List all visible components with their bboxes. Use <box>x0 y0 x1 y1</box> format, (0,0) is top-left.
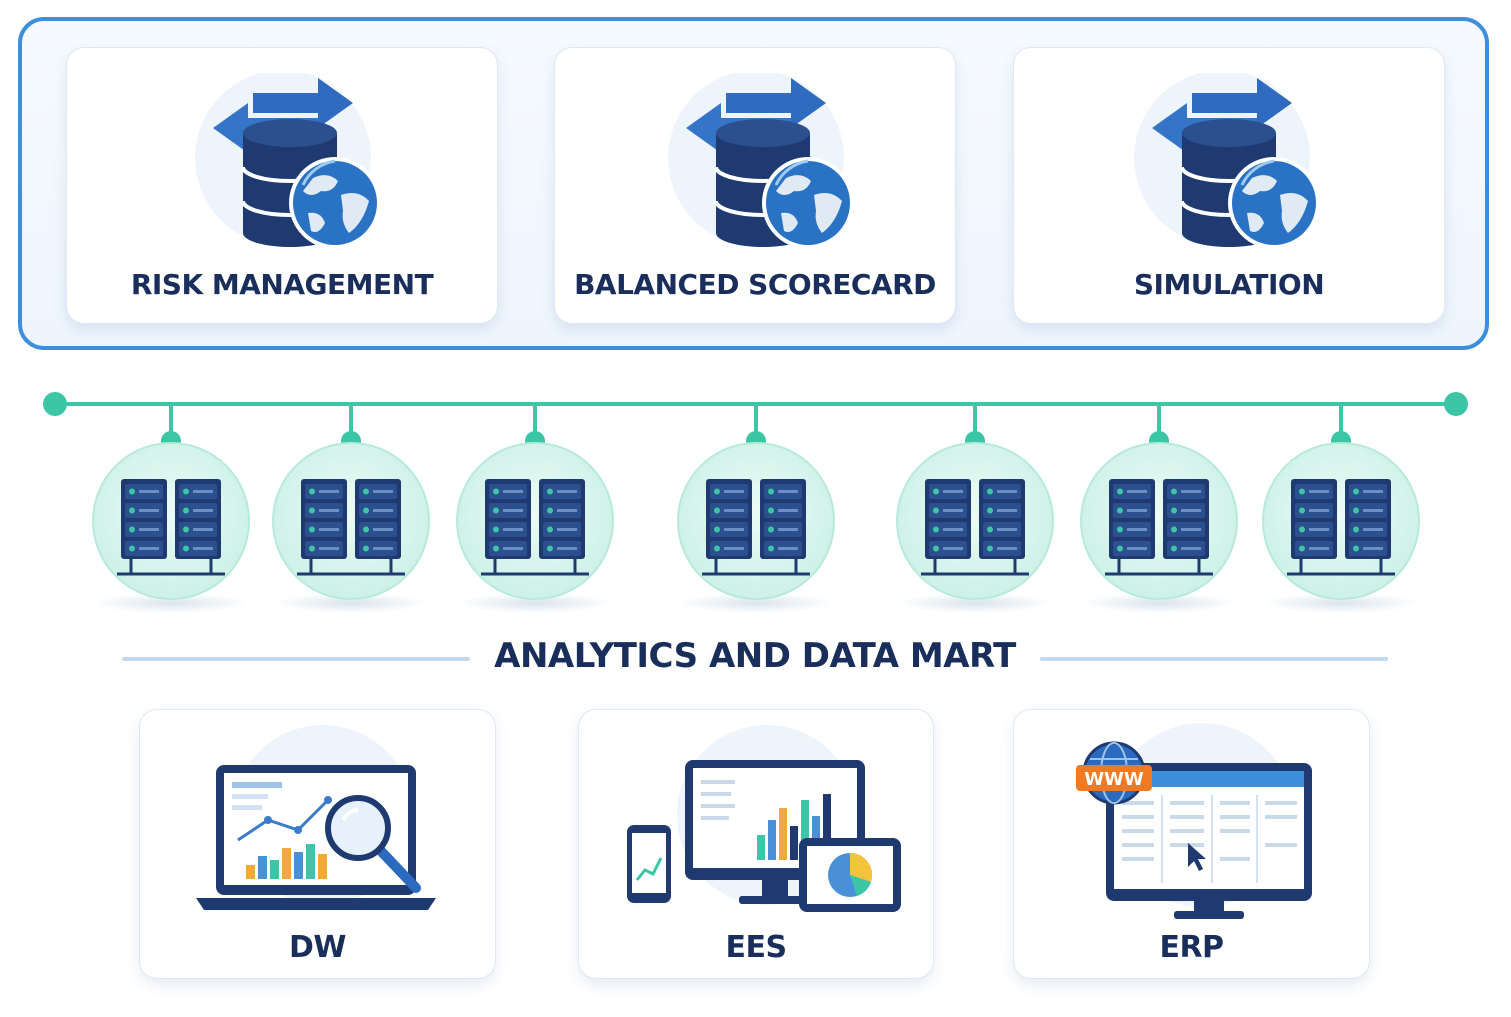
module-card-dw[interactable]: DW <box>139 709 496 979</box>
server-node[interactable] <box>1080 404 1238 613</box>
section-rule-right <box>1040 657 1388 661</box>
multi-device-dashboard-icon <box>627 725 901 912</box>
section-rule-left <box>122 657 470 661</box>
module-card-balanced-scorecard[interactable]: BALANCED SCORECARD <box>554 47 956 324</box>
database-globe-icon <box>668 73 854 249</box>
database-globe-icon <box>1134 73 1320 249</box>
section-title: ANALYTICS AND DATA MART <box>494 636 1016 676</box>
www-badge: WWW <box>1084 769 1144 790</box>
server-rack-icon <box>117 479 225 576</box>
server-node[interactable] <box>1262 404 1420 613</box>
server-node[interactable] <box>896 404 1054 613</box>
server-rack-icon <box>1105 479 1213 576</box>
module-label: SIMULATION <box>1133 268 1325 301</box>
module-label: ERP <box>1159 930 1224 965</box>
laptop-analytics-icon <box>196 725 436 910</box>
bus-endpoint-right <box>1444 392 1468 416</box>
module-card-simulation[interactable]: SIMULATION <box>1013 47 1445 324</box>
bus-endpoint-left <box>43 392 67 416</box>
server-network <box>43 392 1468 613</box>
module-card-ees[interactable]: EES <box>578 709 934 979</box>
server-node[interactable] <box>92 404 250 613</box>
server-rack-icon <box>702 479 810 576</box>
module-label: DW <box>289 930 347 965</box>
module-label: RISK MANAGEMENT <box>130 268 434 301</box>
module-card-erp[interactable]: WWW ERP <box>1013 709 1370 979</box>
server-rack-icon <box>1287 479 1395 576</box>
server-rack-icon <box>921 479 1029 576</box>
server-node[interactable] <box>272 404 430 613</box>
server-rack-icon <box>297 479 405 576</box>
server-rack-icon <box>481 479 589 576</box>
module-label: EES <box>725 930 787 965</box>
server-node[interactable] <box>677 404 835 613</box>
database-globe-icon <box>195 73 381 249</box>
server-node[interactable] <box>456 404 614 613</box>
module-label: BALANCED SCORECARD <box>574 268 936 301</box>
module-card-risk-management[interactable]: RISK MANAGEMENT <box>66 47 498 324</box>
www-monitor-icon: WWW <box>1076 723 1312 919</box>
